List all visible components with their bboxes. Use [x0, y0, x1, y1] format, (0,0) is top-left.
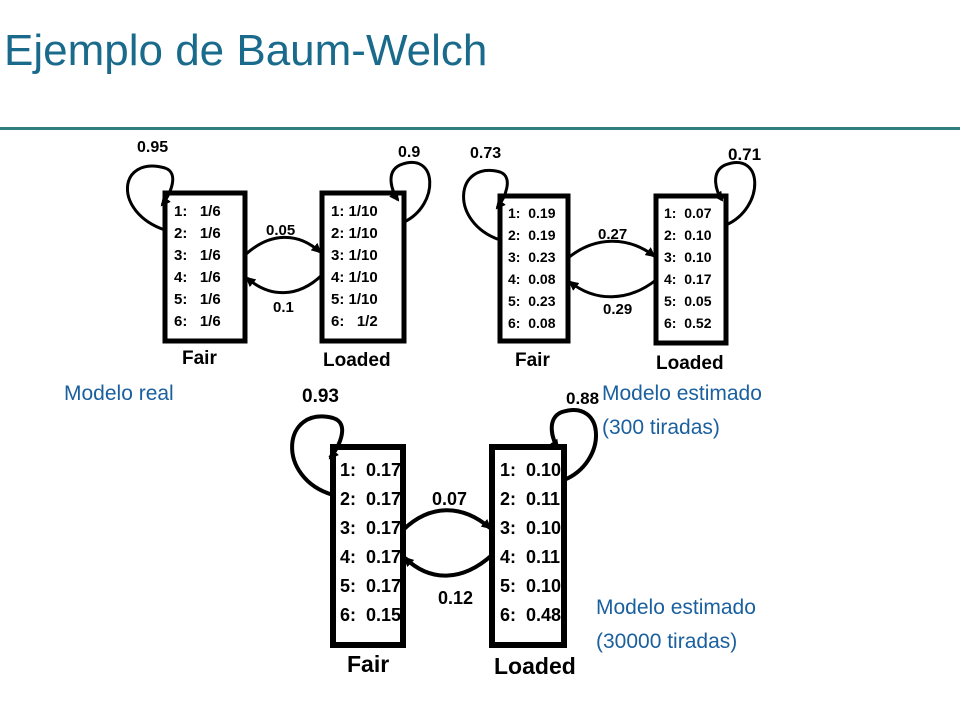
- slide-title: Ejemplo de Baum-Welch: [4, 26, 488, 75]
- fair-to-loaded-prob: 0.07: [432, 489, 467, 509]
- caption-modelo-estimado-300: Modelo estimado (300 tiradas): [602, 377, 762, 445]
- title-divider: [0, 127, 960, 130]
- loaded-to-fair-arrow: [245, 273, 324, 295]
- emission-row: 3: 0.23: [508, 249, 556, 265]
- emission-row: 5: 1/10: [331, 291, 378, 308]
- emission-row: 5: 0.05: [664, 293, 712, 309]
- fair-self-loop-prob: 0.95: [137, 139, 168, 156]
- loaded-to-fair-prob: 0.1: [273, 299, 294, 316]
- loaded-self-loop-prob: 0.71: [728, 145, 761, 164]
- fair-to-loaded-arrow: [567, 239, 656, 260]
- loaded-state-label: Loaded: [494, 653, 576, 679]
- emission-row: 1: 1/6: [174, 203, 221, 220]
- emission-row: 4: 1/6: [174, 269, 221, 286]
- emission-row: 4: 0.08: [508, 271, 556, 287]
- emission-row: 3: 0.10: [664, 249, 712, 265]
- emission-row: 5: 1/6: [174, 291, 221, 308]
- emission-row: 2: 1/10: [331, 225, 378, 242]
- loaded-self-loop: [549, 408, 598, 482]
- emission-row: 1: 0.17: [340, 460, 401, 480]
- fair-state-label: Fair: [182, 348, 217, 369]
- emission-row: 4: 0.11: [500, 547, 560, 567]
- loaded-to-fair-arrow: [403, 553, 494, 578]
- fair-emissions: 1: 0.19 2: 0.19 3: 0.23 4: 0.08 5: 0.23 …: [508, 205, 556, 331]
- loaded-self-loop: [389, 161, 432, 224]
- loaded-to-fair-arrow: [568, 278, 657, 299]
- loaded-state-box: [653, 193, 729, 346]
- fair-to-loaded-prob: 0.05: [266, 222, 295, 239]
- fair-state-box: [497, 193, 571, 344]
- loaded-state-box: [489, 444, 567, 648]
- loaded-state-label: Loaded: [656, 353, 724, 374]
- model-estimated-30000: 0.93 0.88 0.07 0.12 1: 0.17 2: 0.17 3: 0…: [290, 386, 599, 679]
- fair-state-label: Fair: [515, 350, 550, 371]
- emission-row: 3: 1/6: [174, 247, 221, 264]
- fair-to-loaded-arrow: [401, 508, 492, 532]
- fair-self-loop-prob: 0.73: [470, 145, 501, 162]
- fair-to-loaded-arrow: [243, 235, 322, 257]
- loaded-emissions: 1: 0.07 2: 0.10 3: 0.10 4: 0.17 5: 0.05 …: [664, 205, 712, 331]
- emission-row: 4: 0.17: [340, 547, 401, 567]
- emission-row: 5: 0.10: [500, 576, 561, 596]
- emission-row: 2: 1/6: [174, 225, 221, 242]
- loaded-to-fair-prob: 0.12: [438, 588, 473, 608]
- emission-row: 5: 0.17: [340, 576, 401, 596]
- caption-modelo-estimado-30000: Modelo estimado (30000 tiradas): [596, 591, 756, 659]
- emission-row: 3: 1/10: [331, 247, 378, 264]
- emission-row: 1: 0.19: [508, 205, 556, 221]
- emission-row: 1: 0.10: [500, 460, 561, 480]
- emission-row: 6: 0.52: [664, 315, 712, 331]
- emission-row: 6: 0.48: [500, 605, 561, 625]
- loaded-emissions: 1: 1/10 2: 1/10 3: 1/10 4: 1/10 5: 1/10 …: [331, 203, 378, 330]
- loaded-state-box: [319, 190, 407, 344]
- emission-row: 4: 0.17: [664, 271, 712, 287]
- caption-line: (300 tiradas): [602, 416, 720, 439]
- emission-row: 6: 0.15: [340, 605, 401, 625]
- fair-state-box: [162, 190, 248, 344]
- model-estimated-300: 0.73 0.71 0.27 0.29 1: 0.19 2: 0.19 3: 0…: [462, 145, 761, 374]
- fair-self-loop: [462, 168, 509, 242]
- emission-row: 2: 0.11: [500, 489, 560, 509]
- fair-self-loop: [126, 164, 175, 232]
- emission-row: 2: 0.10: [664, 227, 712, 243]
- emission-row: 1: 0.07: [664, 205, 712, 221]
- emission-row: 6: 1/2: [331, 313, 378, 330]
- loaded-state-label: Loaded: [323, 350, 391, 371]
- caption-modelo-real: Modelo real: [64, 377, 174, 411]
- emission-row: 5: 0.23: [508, 293, 556, 309]
- caption-line: Modelo estimado: [602, 382, 762, 405]
- emission-row: 3: 0.17: [340, 518, 401, 538]
- loaded-emissions: 1: 0.10 2: 0.11 3: 0.10 4: 0.11 5: 0.10 …: [500, 460, 561, 625]
- emission-row: 2: 0.17: [340, 489, 401, 509]
- emission-row: 6: 0.08: [508, 315, 556, 331]
- loaded-self-loop: [713, 161, 757, 227]
- caption-line: (30000 tiradas): [596, 630, 738, 653]
- caption-line: Modelo real: [64, 382, 174, 405]
- loaded-self-loop-prob: 0.9: [398, 144, 420, 161]
- fair-state-label: Fair: [347, 651, 389, 677]
- caption-line: Modelo estimado: [596, 596, 756, 619]
- fair-to-loaded-prob: 0.27: [598, 226, 627, 243]
- emission-row: 2: 0.19: [508, 227, 556, 243]
- emission-row: 4: 1/10: [331, 269, 378, 286]
- fair-self-loop: [290, 414, 345, 497]
- fair-state-box: [330, 444, 406, 648]
- emission-row: 1: 1/10: [331, 203, 378, 220]
- fair-emissions: 1: 1/6 2: 1/6 3: 1/6 4: 1/6 5: 1/6 6: 1/…: [174, 203, 221, 330]
- fair-self-loop-prob: 0.93: [302, 386, 339, 407]
- loaded-self-loop-prob: 0.88: [566, 389, 599, 408]
- fair-emissions: 1: 0.17 2: 0.17 3: 0.17 4: 0.17 5: 0.17 …: [340, 460, 401, 625]
- emission-row: 6: 1/6: [174, 313, 221, 330]
- model-real: 0.95 0.9 0.05 0.1 1: 1/6 2: 1/6 3: 1/6 4…: [126, 139, 432, 371]
- emission-row: 3: 0.10: [500, 518, 561, 538]
- loaded-to-fair-prob: 0.29: [603, 301, 632, 318]
